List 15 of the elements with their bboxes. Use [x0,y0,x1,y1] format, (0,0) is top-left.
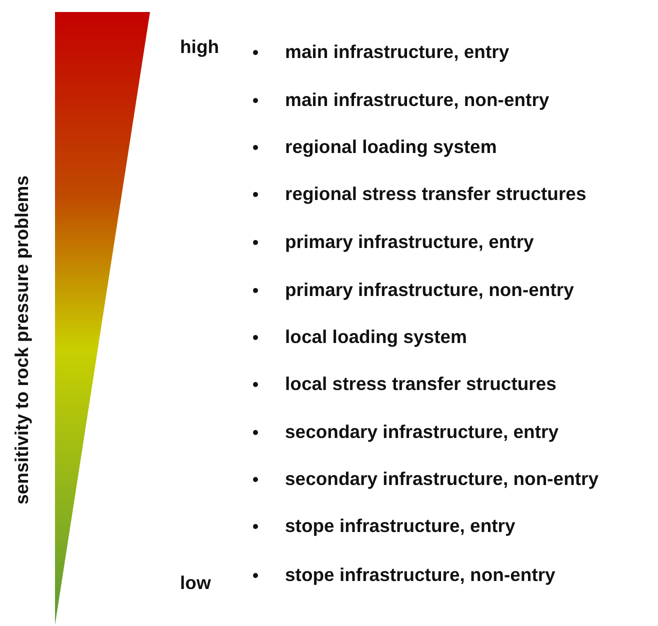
list-item: local loading system [285,326,467,348]
list-item: primary infrastructure, entry [285,231,534,253]
list-item: secondary infrastructure, entry [285,421,558,443]
list-item: local stress transfer structures [285,373,556,395]
list-item: main infrastructure, entry [285,41,510,63]
axis-label: sensitivity to rock pressure problems [11,176,33,504]
level-label: high [180,36,220,58]
list-item: regional loading system [285,136,497,158]
list-item: primary infrastructure, non-entry [285,279,574,301]
list-item: stope infrastructure, non-entry [285,564,556,586]
list-item: secondary infrastructure, non-entry [285,468,599,490]
list-item: regional stress transfer structures [285,183,586,205]
level-label: low [180,572,211,594]
list-item: main infrastructure, non-entry [285,89,550,111]
list-item: stope infrastructure, entry [285,515,516,537]
